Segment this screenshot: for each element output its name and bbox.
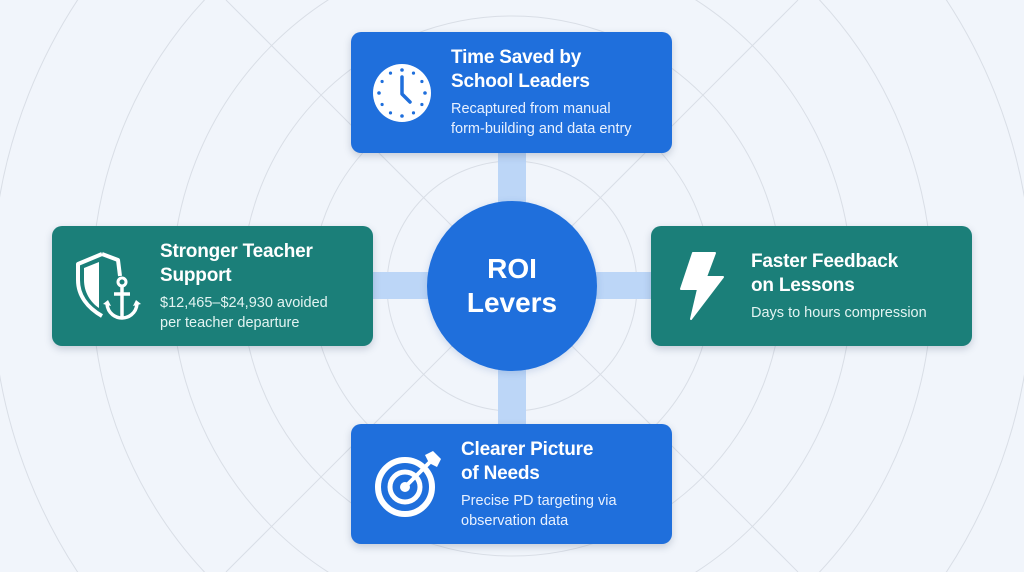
card-subtitle-line1: Days to hours compression [751,304,927,321]
lightning-bolt-icon [679,251,725,321]
card-title-line1: Stronger Teacher [160,240,313,262]
card-faster-feedback: Faster Feedback on Lessons Days to hours… [651,226,972,346]
hub-label-line1: ROI [487,253,537,284]
hub-label-line2: Levers [466,287,558,318]
card-clearer-picture: Clearer Picture of Needs Precise PD targ… [351,424,672,544]
card-title-line1: Time Saved by [451,47,582,68]
card-subtitle-line1: $12,465–$24,930 avoided [160,294,328,311]
card-subtitle-line2: observation data [461,512,569,529]
card-subtitle-line1: Precise PD targeting via [461,492,617,509]
card-title-line1: Clearer Picture [461,438,594,460]
clock-icon [371,62,433,124]
card-title-line2: Support [160,264,232,286]
card-title-line1: Faster Feedback [751,250,898,272]
card-teacher-support: Stronger Teacher Support $12,465–$24,930… [52,226,373,346]
card-subtitle-line2: per teacher departure [160,314,300,331]
target-arrow-icon [373,449,443,519]
roi-levers-hub: ROI Levers [427,201,597,371]
card-title-line2: on Lessons [751,274,855,296]
shield-anchor-icon [72,250,144,322]
card-subtitle-line2: form-building and data entry [451,121,632,137]
card-time-saved: Time Saved by School Leaders Recaptured … [351,32,672,153]
card-subtitle-line1: Recaptured from manual [451,101,611,117]
card-title-line2: School Leaders [451,71,590,92]
card-title-line2: of Needs [461,462,540,484]
